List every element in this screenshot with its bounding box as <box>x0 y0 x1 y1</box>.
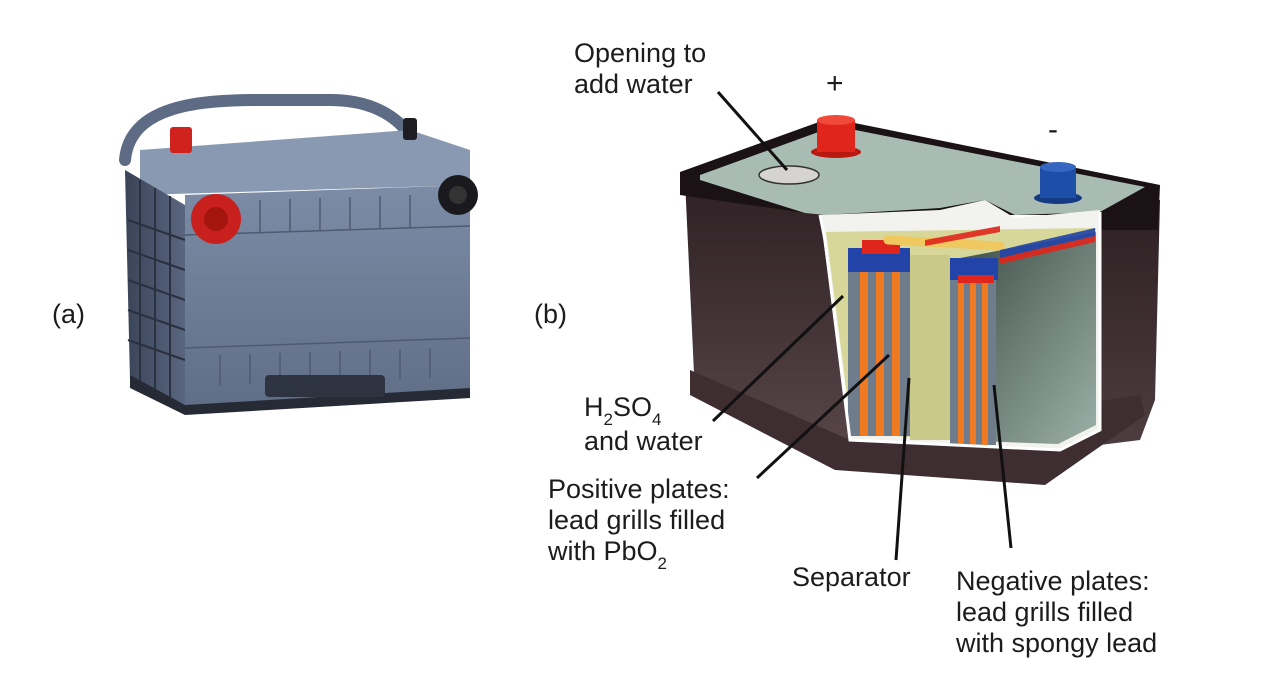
label-separator: Separator <box>792 562 911 592</box>
formula-subscript: 2 <box>657 554 668 573</box>
positive-terminal-icon <box>811 115 861 158</box>
label-positive-plates: Positive plates: lead grills filled with… <box>548 474 730 573</box>
formula-subscript: 2 <box>603 410 613 429</box>
formula-part: SO <box>612 392 652 422</box>
label-opening-to-add-water: Opening to add water <box>574 38 706 100</box>
panel-label-b: (b) <box>534 299 567 329</box>
water-opening <box>758 165 820 185</box>
photo-negative-post-icon <box>403 118 417 140</box>
leader-lines <box>711 91 1013 561</box>
label-line: add water <box>574 69 693 99</box>
photo-positive-post-icon <box>170 127 192 153</box>
positive-plates <box>848 240 910 436</box>
label-line: lead grills filled <box>956 597 1134 627</box>
label-line: with PbO2 <box>548 536 730 573</box>
formula-part: with PbO <box>548 536 658 566</box>
label-line: Positive plates: <box>548 474 730 504</box>
panel-label-a: (a) <box>52 299 85 329</box>
formula-part: H <box>584 392 604 422</box>
label-line: Opening to <box>574 38 707 68</box>
formula-subscript: 4 <box>651 410 662 429</box>
separator <box>910 255 950 440</box>
negative-sign: - <box>1048 113 1058 146</box>
label-line: and water <box>584 426 703 456</box>
label-line: lead grills filled <box>548 505 726 535</box>
label-negative-plates: Negative plates: lead grills filled with… <box>956 566 1157 659</box>
label-line: H2SO4 <box>584 392 703 429</box>
battery-lid <box>700 126 1145 215</box>
cell-connector <box>883 235 1005 251</box>
negative-terminal-icon <box>1034 162 1082 204</box>
positive-sign: + <box>826 67 844 100</box>
label-h2so4-and-water: H2SO4 and water <box>584 392 703 457</box>
negative-plates <box>950 258 998 445</box>
label-line: Negative plates: <box>956 566 1150 596</box>
label-line: with spongy lead <box>956 628 1158 658</box>
